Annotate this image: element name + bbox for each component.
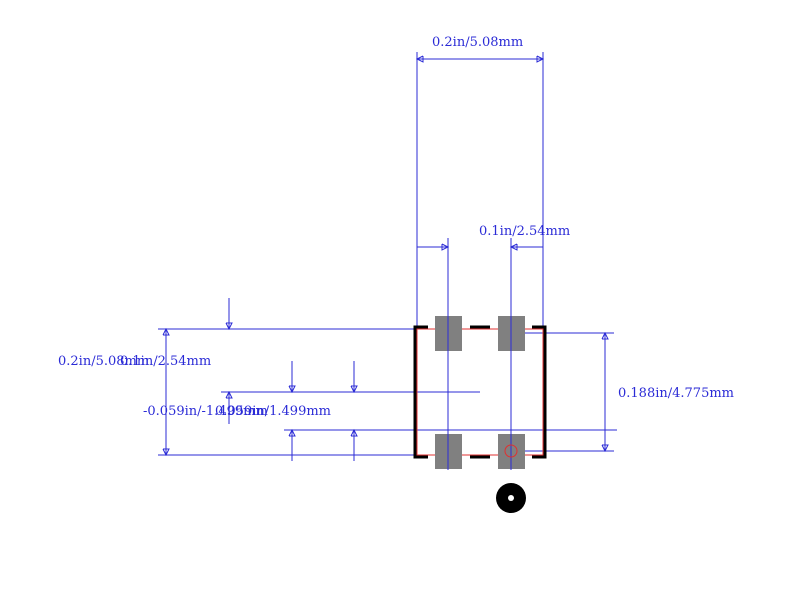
silkscreen-outline	[413, 325, 547, 459]
pin1-dot-icon	[496, 483, 526, 513]
pin1-pad-circle	[504, 444, 518, 458]
dimension-top-width: 0.2in/5.08mm	[415, 35, 545, 330]
dimension-left-overall-label: 0.2in/5.08mm	[58, 354, 149, 369]
dimension-pitch-label: 0.1in/2.54mm	[479, 224, 570, 239]
dimension-right-height: 0.188in/4.775mm	[346, 331, 734, 453]
dimension-offset-a-label: -0.059in/-1.499mm	[143, 404, 268, 419]
dimension-left-offsets: -0.059in/-1.499mm 0.059in/1.499mm	[143, 361, 480, 461]
dimension-right-height-label: 0.188in/4.775mm	[618, 386, 734, 401]
dimension-left-pitch-label: 0.1in/2.54mm	[120, 354, 211, 369]
dimension-top-width-label: 0.2in/5.08mm	[432, 35, 523, 50]
dimension-left-overall: 0.2in/5.08mm 0.1in/2.54mm	[58, 298, 417, 457]
dimension-offset-b-label: 0.059in/1.499mm	[215, 404, 331, 419]
courtyard-outline	[416, 328, 544, 456]
